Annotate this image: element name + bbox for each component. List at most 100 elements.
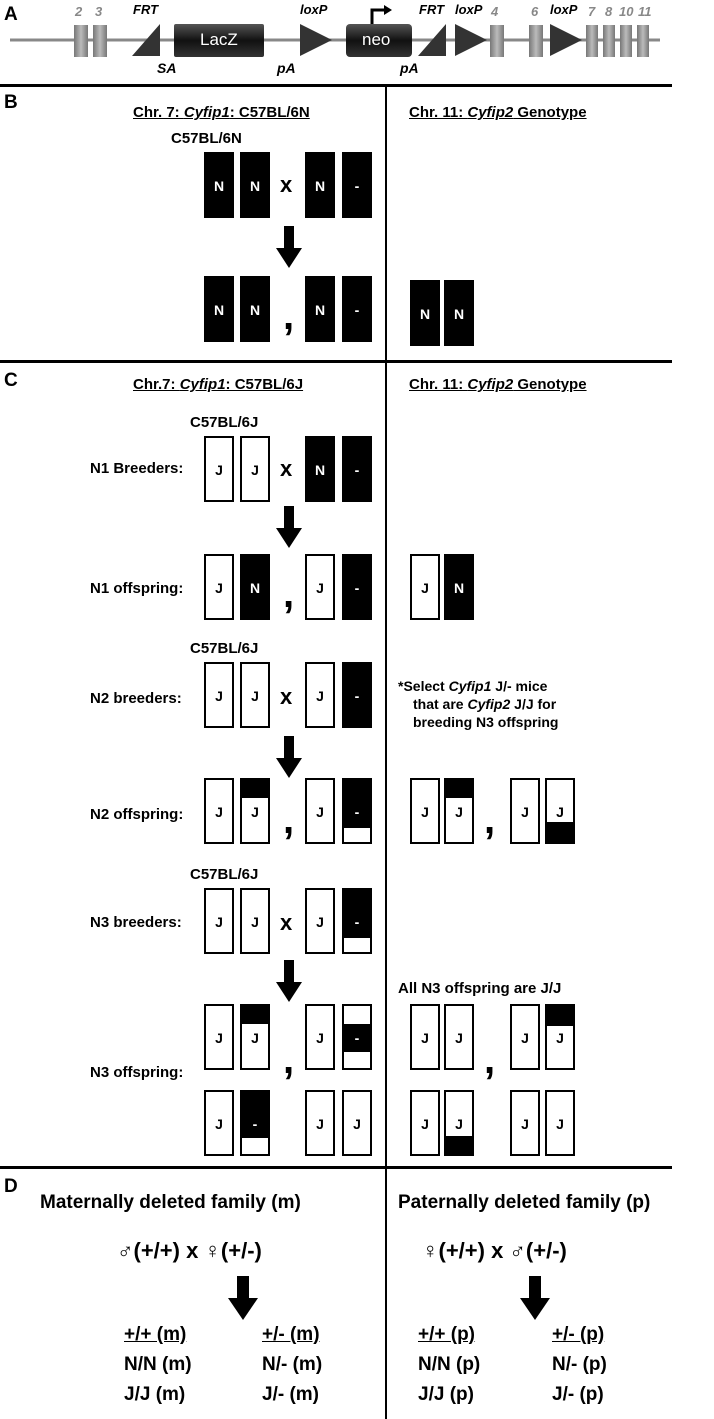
- chromosome-c-n2o-4: -: [342, 778, 372, 844]
- panel-a-letter: A: [4, 4, 18, 25]
- chromosome-b5: N: [204, 276, 234, 342]
- chromosome-c-n2o-7: J: [510, 778, 540, 844]
- chromosome-c-n2o-6: J: [444, 778, 474, 844]
- paternal-cross: ♀(+/+) x ♂(+/-): [422, 1238, 567, 1263]
- divider-a-b: [0, 84, 672, 87]
- paternal-jminus: J/- (p): [552, 1384, 604, 1405]
- frt-1-label: FRT: [133, 2, 159, 17]
- chromosome-c-n1o-1: J: [204, 554, 234, 620]
- exon-4: [490, 25, 504, 57]
- chromosome-c-n2b-4: -: [342, 662, 372, 728]
- chromosome-c-n1o-5: J: [410, 554, 440, 620]
- all-n3-note: All N3 offspring are J/J: [398, 980, 562, 997]
- loxp-1-label: loxP: [300, 2, 328, 17]
- down-arrow-icon: [228, 1276, 258, 1320]
- divider-c-d: [0, 1166, 672, 1169]
- down-arrow-icon: [520, 1276, 550, 1320]
- loxp-site-1: [300, 24, 332, 56]
- sa-label: SA: [157, 60, 177, 76]
- chromosome-c-n2o-2: J: [240, 778, 270, 844]
- chromosome-c-n3b-3: J: [305, 888, 335, 954]
- exon-4-label: 4: [491, 4, 499, 19]
- maternal-het-header: +/- (m): [262, 1324, 320, 1345]
- chromosome-c-n1o-6: N: [444, 554, 474, 620]
- chromosome-c-n3b-2: J: [240, 888, 270, 954]
- comma-c3: ,: [484, 798, 496, 842]
- exon-10-label: 10: [619, 4, 634, 19]
- chromosome-c-n3o-15: J: [510, 1090, 540, 1156]
- chromosome-c-n3o-8: J: [342, 1090, 372, 1156]
- promoter-arrow-icon: [370, 8, 384, 24]
- exon-11: [637, 25, 649, 57]
- paternal-nn: N/N (p): [418, 1354, 481, 1375]
- cross-symbol-b: x: [280, 172, 293, 197]
- strain-label-c2: C57BL/6J: [190, 640, 259, 657]
- chromosome-c-n1b-4: -: [342, 436, 372, 502]
- chromosome-c-n3b-1: J: [204, 888, 234, 954]
- cross-symbol-c3: x: [280, 910, 293, 935]
- loxp-site-2: [455, 24, 487, 56]
- chromosome-c-n1o-2: N: [240, 554, 270, 620]
- lacz-label: LacZ: [200, 30, 238, 49]
- chromosome-c-n3o-12: J: [545, 1004, 575, 1070]
- divider-b-c: [0, 360, 672, 363]
- lacz-cassette: [174, 24, 264, 57]
- panel-b-right-header: Chr. 11: Cyfip2 Genotype: [409, 104, 587, 121]
- exon-3-label: 3: [95, 4, 103, 19]
- divider-d-vertical: [385, 1168, 387, 1419]
- maternal-jminus: J/- (m): [262, 1384, 319, 1405]
- maternal-nn: N/N (m): [124, 1354, 192, 1375]
- maternal-jj: J/J (m): [124, 1384, 186, 1405]
- maternal-family-title: Maternally deleted family (m): [40, 1192, 301, 1213]
- selection-note-line3: breeding N3 offspring: [413, 714, 559, 730]
- exon-6-label: 6: [531, 4, 539, 19]
- chromosome-c-n3o-3: J: [305, 1004, 335, 1070]
- chromosome-c-n3o-10: J: [444, 1004, 474, 1070]
- chromosome-c-n3o-2: J: [240, 1004, 270, 1070]
- chromosome-c-n3o-11: J: [510, 1004, 540, 1070]
- panel-b-letter: B: [4, 92, 18, 113]
- panel-b-left-header: Chr. 7: Cyfip1: C57BL/6N: [133, 104, 310, 121]
- paternal-nminus: N/- (p): [552, 1354, 607, 1375]
- maternal-wt-header: +/+ (m): [124, 1324, 187, 1345]
- paternal-het-header: +/- (p): [552, 1324, 605, 1345]
- loxp-2-label: loxP: [455, 2, 483, 17]
- chromosome-c-n3o-13: J: [410, 1090, 440, 1156]
- comma-c2: ,: [283, 798, 295, 842]
- chromosome-c-n2o-3: J: [305, 778, 335, 844]
- selection-note-line1: *Select Cyfip1 J/- mice: [398, 678, 548, 694]
- chromosome-c-n2b-3: J: [305, 662, 335, 728]
- chromosome-b8: -: [342, 276, 372, 342]
- comma-b: ,: [283, 294, 295, 338]
- chromosome-c-n3o-7: J: [305, 1090, 335, 1156]
- strain-label-c1: C57BL/6J: [190, 414, 259, 431]
- chromosome-b1: N: [204, 152, 234, 218]
- chromosome-b2: N: [240, 152, 270, 218]
- neo-label: neo: [362, 30, 391, 49]
- row-label-n2-breeders: N2 breeders:: [90, 690, 182, 707]
- neo-cassette: [346, 24, 412, 57]
- chromosome-c-n3o-14: J: [444, 1090, 474, 1156]
- exon-3: [93, 25, 107, 57]
- chromosome-b4: -: [342, 152, 372, 218]
- chromosome-b10: N: [444, 280, 474, 346]
- divider-c-vertical: [385, 362, 387, 1168]
- cross-symbol-c2: x: [280, 684, 293, 709]
- paternal-wt-header: +/+ (p): [418, 1324, 476, 1345]
- chromosome-c-n2b-1: J: [204, 662, 234, 728]
- row-label-n1-breeders: N1 Breeders:: [90, 460, 184, 477]
- chromosome-c-n2o-1: J: [204, 778, 234, 844]
- chromosome-c-n1b-2: J: [240, 436, 270, 502]
- paternal-family-title: Paternally deleted family (p): [398, 1192, 651, 1213]
- comma-c4: ,: [283, 1038, 295, 1082]
- chromosome-c-n2b-2: J: [240, 662, 270, 728]
- exon-7-label: 7: [588, 4, 596, 19]
- chromosome-c-n3b-4: -: [342, 888, 372, 954]
- exon-10: [620, 25, 632, 57]
- panel-d-letter: D: [4, 1176, 18, 1197]
- chromosome-c-n1o-3: J: [305, 554, 335, 620]
- down-arrow-icon: [276, 226, 302, 268]
- frt-site-1: [132, 24, 160, 56]
- down-arrow-icon: [276, 506, 302, 548]
